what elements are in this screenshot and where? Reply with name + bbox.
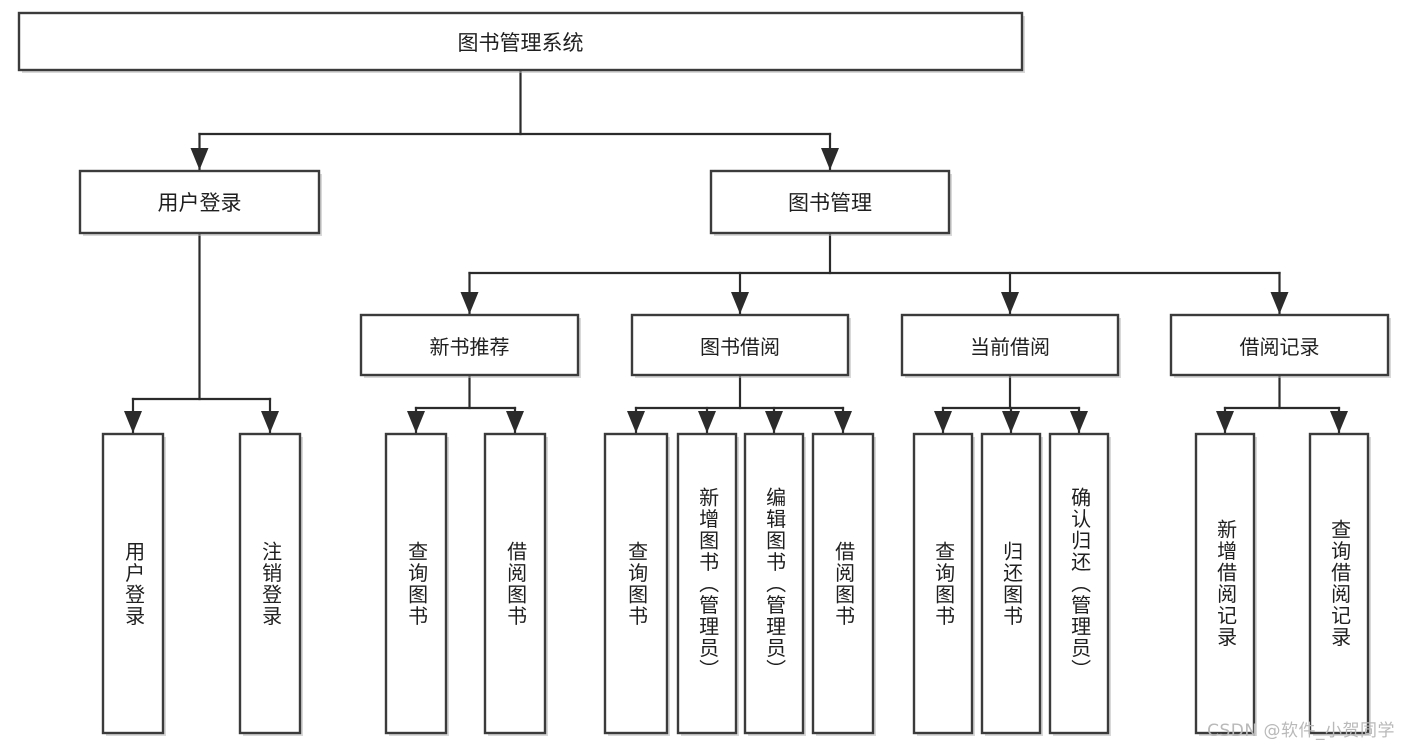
arrow-head-icon: [1070, 411, 1088, 433]
arrow-head-icon: [124, 411, 142, 433]
arrow-head-icon: [834, 411, 852, 433]
node-leaf-cur-confirm[interactable]: [1048, 432, 1110, 735]
node-leaf-bk-borrow[interactable]: [811, 432, 875, 735]
arrow-head-icon: [460, 292, 479, 314]
node-leaf-cur-query[interactable]: [912, 432, 974, 735]
arrow-head-icon: [627, 411, 645, 433]
arrow-head-icon: [934, 411, 952, 433]
node-layer: [17, 11, 1391, 736]
arrow-head-icon: [1001, 292, 1019, 314]
arrow-head-icon: [506, 411, 524, 433]
node-leaf-user-login[interactable]: [101, 432, 165, 735]
node-leaf-user-logout[interactable]: [238, 432, 302, 735]
csdn-watermark: CSDN @软件_小贺同学: [1207, 721, 1395, 741]
arrow-head-icon: [1002, 411, 1020, 433]
arrow-head-icon: [821, 148, 839, 170]
arrow-head-icon: [698, 411, 716, 433]
node-leaf-bk-add[interactable]: [676, 432, 738, 735]
node-borrow[interactable]: [630, 313, 850, 377]
arrow-head-icon: [407, 411, 425, 433]
node-current[interactable]: [900, 313, 1120, 377]
node-leaf-bk-edit[interactable]: [743, 432, 805, 735]
node-leaf-cur-return[interactable]: [980, 432, 1042, 735]
node-leaf-nb-borrow[interactable]: [483, 432, 547, 735]
arrow-head-icon: [765, 411, 783, 433]
node-leaf-rec-add[interactable]: [1194, 432, 1256, 735]
node-login[interactable]: [78, 169, 321, 235]
node-records[interactable]: [1169, 313, 1390, 377]
arrow-head-icon: [731, 292, 749, 314]
node-leaf-bk-query[interactable]: [603, 432, 669, 735]
node-leaf-nb-query[interactable]: [384, 432, 448, 735]
node-bookmgmt[interactable]: [709, 169, 951, 235]
arrow-head-icon: [1330, 411, 1348, 433]
connector-layer: [124, 68, 1348, 435]
arrow-head-icon: [1270, 292, 1289, 314]
node-root[interactable]: [17, 11, 1024, 72]
node-newbook[interactable]: [359, 313, 580, 377]
arrow-head-icon: [1216, 411, 1234, 433]
arrow-head-icon: [190, 148, 209, 170]
arrow-head-icon: [261, 411, 279, 433]
node-leaf-rec-query[interactable]: [1308, 432, 1370, 735]
